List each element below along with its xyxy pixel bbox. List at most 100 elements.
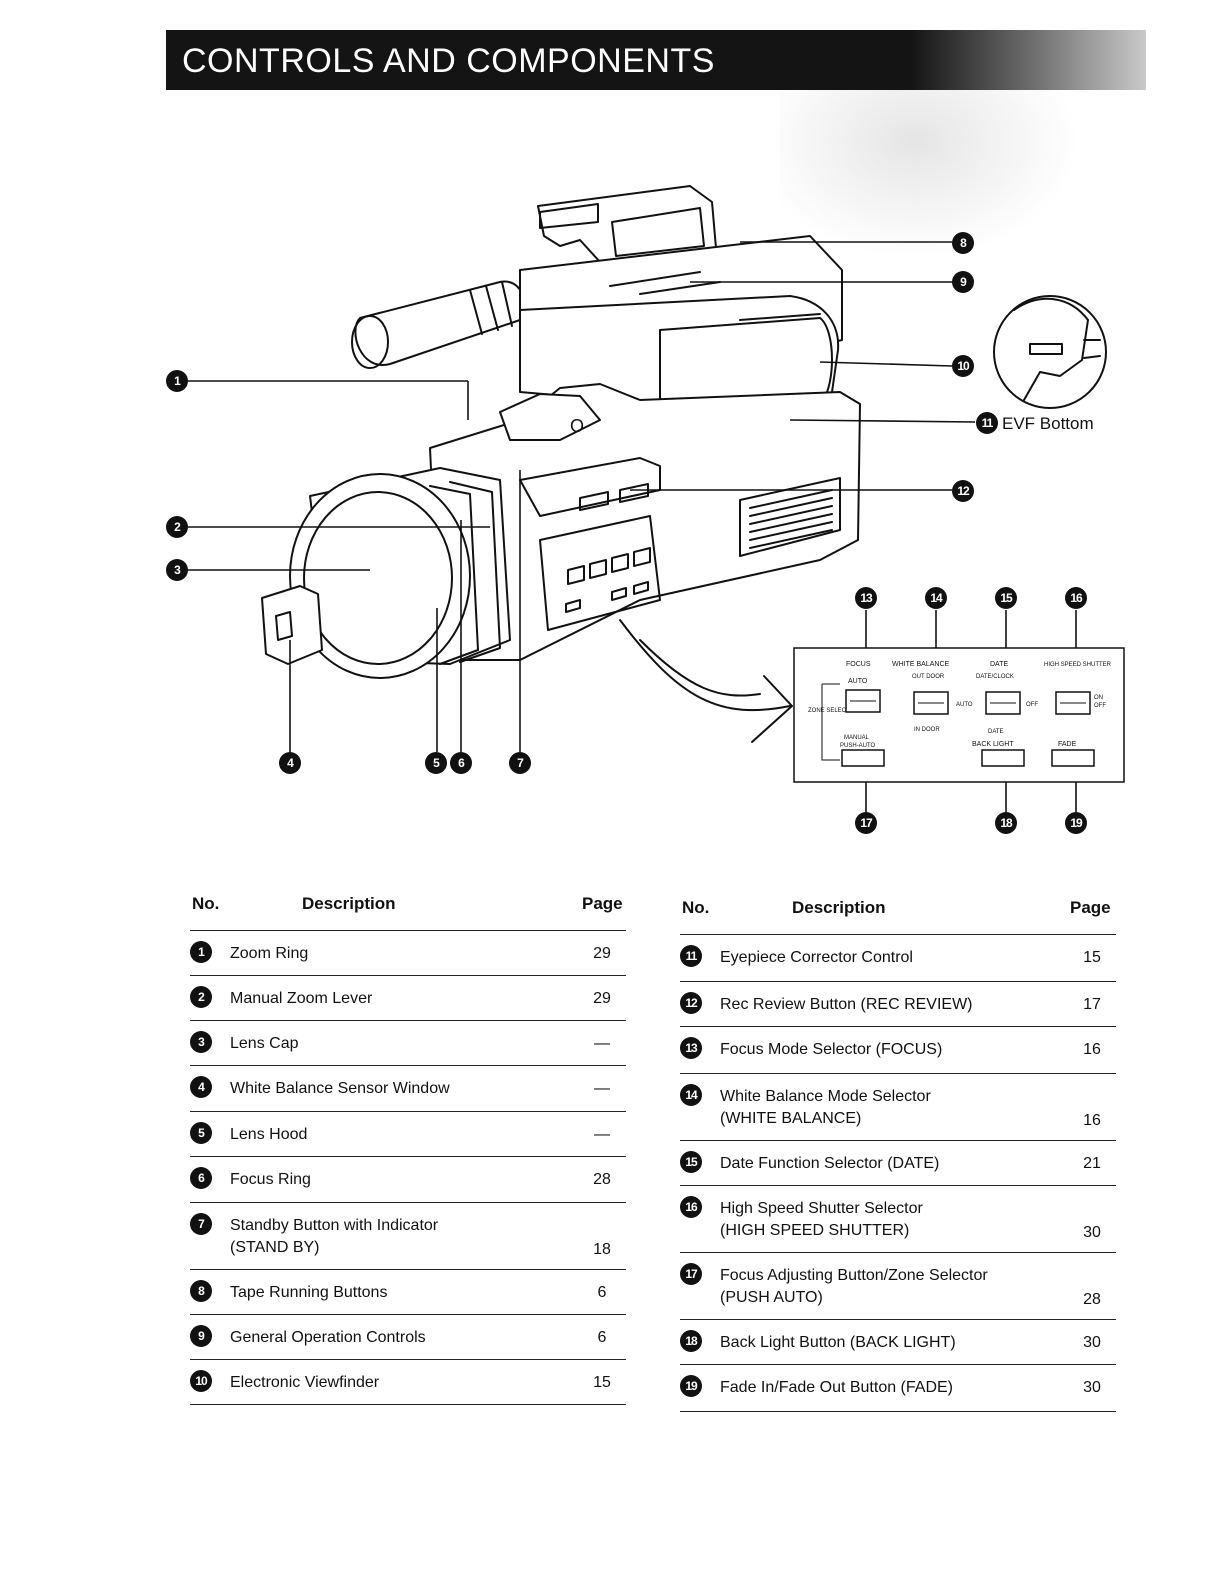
row-number-badge: 4 <box>190 1076 212 1098</box>
callout-6: 6 <box>450 752 472 774</box>
row-description: Date Function Selector (DATE) <box>720 1153 939 1175</box>
row-description-line: (PUSH AUTO) <box>720 1289 823 1306</box>
header-description: Description <box>302 894 396 913</box>
panel-white-balance-label: WHITE BALANCE <box>892 661 950 668</box>
panel-push-auto-label: PUSH-AUTO <box>840 743 876 749</box>
panel-manual-label: MANUAL <box>844 735 870 741</box>
row-number-badge: 5 <box>190 1122 212 1144</box>
table-row: 11 Eyepiece Corrector Control 15 <box>680 935 1116 982</box>
row-description: Fade In/Fade Out Button (FADE) <box>720 1377 953 1399</box>
row-description-line: Lens Hood <box>230 1126 308 1143</box>
row-number-badge: 10 <box>190 1370 212 1392</box>
callout-4: 4 <box>279 752 301 774</box>
row-description: High Speed Shutter Selector(HIGH SPEED S… <box>720 1198 923 1242</box>
panel-date-date-label: DATE <box>988 729 1004 735</box>
row-description-line: Fade In/Fade Out Button (FADE) <box>720 1379 953 1396</box>
row-number-badge: 2 <box>190 986 212 1008</box>
row-page: 30 <box>1083 1224 1101 1241</box>
page-title: CONTROLS AND COMPONENTS <box>182 42 715 80</box>
row-description-line: Back Light Button (BACK LIGHT) <box>720 1334 956 1351</box>
table-row: 18 Back Light Button (BACK LIGHT) 30 <box>680 1320 1116 1365</box>
row-number-badge: 8 <box>190 1280 212 1302</box>
callout-9: 9 <box>952 271 974 293</box>
callout-13: 13 <box>855 587 877 609</box>
row-description-line: Date Function Selector (DATE) <box>720 1155 940 1172</box>
row-description-line: Zoom Ring <box>230 945 309 962</box>
row-description: Tape Running Buttons <box>230 1282 387 1304</box>
table-row: 12 Rec Review Button (REC REVIEW) 17 <box>680 982 1116 1027</box>
row-page: 28 <box>1083 1291 1101 1308</box>
row-description: Focus Adjusting Button/Zone Selector (PUS… <box>720 1265 988 1309</box>
panel-focus-label: FOCUS <box>846 661 871 668</box>
row-page: 29 <box>593 945 611 962</box>
title-bar: CONTROLS AND COMPONENTS <box>166 30 1146 90</box>
callout-19: 19 <box>1065 812 1087 834</box>
panel-wb-auto-label: AUTO <box>956 702 973 708</box>
callout-5: 5 <box>425 752 447 774</box>
row-number-badge: 11 <box>680 945 702 967</box>
table-header: No. Description Page <box>680 890 1116 935</box>
row-description: Standby Button with Indicator(STAND BY) <box>230 1215 438 1259</box>
row-page: 6 <box>597 1284 607 1301</box>
row-description-line: Manual Zoom Lever <box>230 990 373 1007</box>
row-description: General Operation Controls <box>230 1327 426 1349</box>
row-page: — <box>594 1126 610 1143</box>
evf-bottom-label: EVF Bottom <box>1002 414 1094 433</box>
header-description: Description <box>792 898 886 917</box>
row-number-badge: 12 <box>680 992 702 1014</box>
row-description-line: Focus Adjusting Button/Zone Selector <box>720 1267 988 1284</box>
row-description-line: Eyepiece Corrector Control <box>720 949 913 966</box>
callout-1: 1 <box>166 370 188 392</box>
row-description: Manual Zoom Lever <box>230 988 372 1010</box>
callout-10: 10 <box>952 355 974 377</box>
row-description-line: White Balance Mode Selector <box>720 1088 931 1105</box>
row-page: 29 <box>593 990 611 1007</box>
table-row: 5 Lens Hood — <box>190 1112 626 1157</box>
row-description: Lens Hood <box>230 1124 307 1146</box>
row-page: 17 <box>1083 996 1101 1013</box>
row-number-badge: 19 <box>680 1375 702 1397</box>
row-page: 28 <box>593 1171 611 1188</box>
callout-16: 16 <box>1065 587 1087 609</box>
table-header: No. Description Page <box>190 886 626 931</box>
panel-in-door-label: IN DOOR <box>914 727 940 733</box>
row-description-line: Electronic Viewfinder <box>230 1374 380 1391</box>
panel-date-clock-label: DATE/CLOCK <box>976 674 1014 680</box>
row-page: 15 <box>1083 949 1101 966</box>
row-description-line: Focus Ring <box>230 1171 311 1188</box>
header-no: No. <box>192 894 220 913</box>
row-description-line: Standby Button with Indicator <box>230 1217 439 1234</box>
panel-back-light-label: BACK LIGHT <box>972 741 1014 748</box>
panel-off-label: OFF <box>1094 703 1106 709</box>
row-description: Back Light Button (BACK LIGHT) <box>720 1332 956 1354</box>
row-number-badge: 18 <box>680 1330 702 1352</box>
row-description: Focus Ring <box>230 1169 311 1191</box>
row-number-badge: 9 <box>190 1325 212 1347</box>
row-description: Focus Mode Selector (FOCUS) <box>720 1039 942 1061</box>
row-description-line: High Speed Shutter Selector <box>720 1200 923 1217</box>
panel-out-door-label: OUT DOOR <box>912 674 945 680</box>
callout-18: 18 <box>995 812 1017 834</box>
row-description-line: Rec Review Button (REC REVIEW) <box>720 996 973 1013</box>
row-page: 6 <box>597 1329 607 1346</box>
row-description-line: Lens Cap <box>230 1035 299 1052</box>
push-auto-button <box>841 749 885 767</box>
callout-15: 15 <box>995 587 1017 609</box>
panel-high-speed-shutter-label: HIGH SPEED SHUTTER <box>1044 662 1112 668</box>
row-page: 16 <box>1083 1041 1101 1058</box>
row-description-line: Tape Running Buttons <box>230 1284 388 1301</box>
row-page: 30 <box>1083 1334 1101 1351</box>
row-page: — <box>594 1080 610 1097</box>
header-page: Page <box>582 894 623 913</box>
panel-on-label: ON <box>1094 695 1103 701</box>
row-description: Rec Review Button (REC REVIEW) <box>720 994 973 1016</box>
